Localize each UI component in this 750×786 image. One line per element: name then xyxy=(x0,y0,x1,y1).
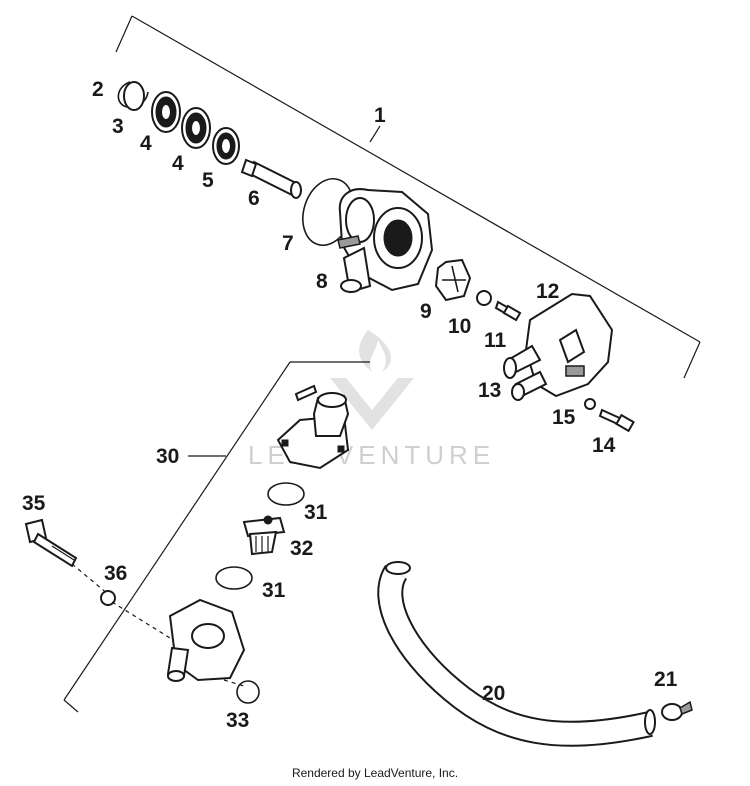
pump-housing xyxy=(337,188,434,294)
callout-32: 32 xyxy=(290,537,313,560)
part-35-bolt xyxy=(24,518,78,568)
callout-8: 8 xyxy=(316,270,328,293)
callout-9: 9 xyxy=(420,300,432,323)
callout-3: 3 xyxy=(112,115,124,138)
bracket-assembly-1 xyxy=(115,15,701,379)
part-21-clamp xyxy=(661,700,693,721)
callout-30: 30 xyxy=(156,445,179,468)
part-32-thermostat xyxy=(242,515,286,556)
callout-1: 1 xyxy=(374,104,386,127)
callout-20: 20 xyxy=(482,682,505,705)
part-11-bolt xyxy=(494,300,522,322)
part-31-o-ring-bottom xyxy=(215,566,253,590)
callout-13: 13 xyxy=(478,379,501,402)
footer-credit: Rendered by LeadVenture, Inc. xyxy=(291,766,459,780)
callout-7: 7 xyxy=(282,232,294,255)
callout-36: 36 xyxy=(104,562,127,585)
callout-33: 33 xyxy=(226,709,249,732)
part-36-washer xyxy=(100,590,116,606)
part-12-cover xyxy=(524,292,614,398)
thermostat-housing-top xyxy=(276,384,350,470)
leader-lines xyxy=(71,563,245,687)
callout-10: 10 xyxy=(448,315,471,338)
callout-4b: 4 xyxy=(172,152,184,175)
callout-2: 2 xyxy=(92,78,104,101)
callout-15: 15 xyxy=(552,406,576,429)
part-33-o-ring xyxy=(236,680,260,704)
part-4-bearing-b xyxy=(181,107,211,149)
callout-31b: 31 xyxy=(262,579,286,602)
callout-5: 5 xyxy=(202,169,214,192)
part-15-washer xyxy=(584,398,596,410)
callout-31a: 31 xyxy=(304,501,328,524)
callout-12: 12 xyxy=(536,280,559,303)
part-14-bolt xyxy=(598,408,635,433)
part-9-impeller xyxy=(434,258,472,302)
part-3-ring xyxy=(123,81,145,111)
part-13-nipple xyxy=(503,344,548,401)
callout-21: 21 xyxy=(654,668,678,691)
part-4-bearing-a xyxy=(151,91,181,133)
part-10-washer xyxy=(476,290,492,306)
callout-4a: 4 xyxy=(140,132,152,155)
callout-11: 11 xyxy=(484,329,507,352)
bracket-assembly-30 xyxy=(63,361,370,713)
part-5-seal xyxy=(212,127,240,165)
part-20-hose xyxy=(377,561,656,747)
callout-14: 14 xyxy=(592,434,616,457)
callout-35: 35 xyxy=(22,492,46,515)
thermostat-housing-bottom xyxy=(166,598,246,682)
callout-6: 6 xyxy=(248,187,260,210)
part-6-shaft xyxy=(240,158,302,199)
callout-labels: 1 2 3 4 4 5 6 7 8 9 10 11 12 13 14 15 20… xyxy=(22,78,678,732)
part-31-o-ring-top xyxy=(267,482,305,506)
